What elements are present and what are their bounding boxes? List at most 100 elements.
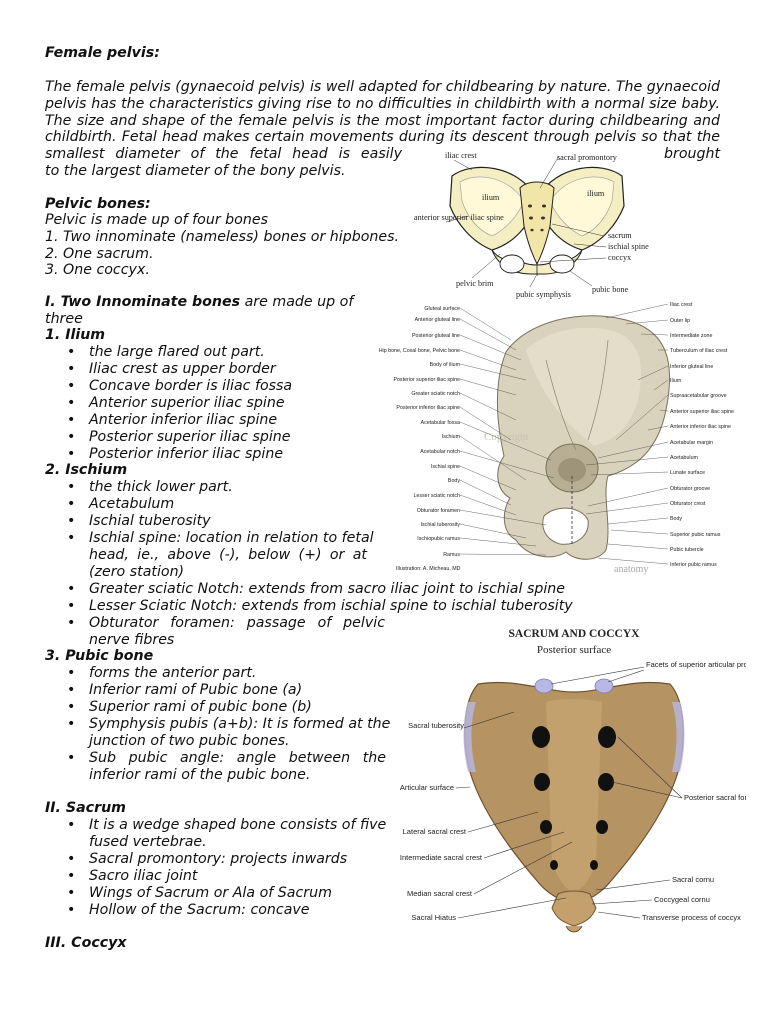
label: Acetabular margin	[670, 440, 713, 446]
intro-line-4: childbirth. Fetal head makes certain mov…	[45, 129, 720, 145]
label: Ilium	[670, 378, 682, 384]
list-item: •the large flared out part.	[67, 344, 265, 360]
label: Intermediate sacral crest	[400, 853, 483, 862]
list-item-text: Sub pubic angle: angle between the	[89, 750, 386, 766]
label: Sacral tuberosity	[408, 721, 464, 730]
list-item-cont: nerve fibres	[89, 632, 175, 648]
label: Lateral sacral crest	[403, 827, 467, 836]
label: Posterior superior iliac spine	[393, 377, 460, 383]
label: ilium	[482, 193, 500, 202]
list-item: •Ischial tuberosity	[67, 513, 211, 529]
list-item: •Posterior superior iliac spine	[67, 429, 291, 445]
list-item: •Symphysis pubis (a+b): It is formed at …	[67, 716, 391, 732]
label: Lunate surface	[670, 470, 705, 476]
sacrum-title: II. Sacrum	[45, 800, 126, 816]
list-item: •Ischial spine: location in relation to …	[67, 530, 374, 546]
intro-line-1: The female pelvis (gynaecoid pelvis) is …	[45, 79, 721, 95]
list-item: •forms the anterior part.	[67, 665, 257, 681]
list-item: •Iliac crest as upper border	[67, 361, 276, 377]
list-item: •the thick lower part.	[67, 479, 233, 495]
intro-line-5-end: brought	[664, 146, 721, 162]
label: Inferior pubic ramus	[670, 562, 717, 568]
label: Ramus	[443, 552, 460, 558]
label: Anterior inferior iliac spine	[670, 424, 731, 430]
label: Body	[448, 478, 460, 484]
list-item-cont: junction of two pubic bones.	[89, 733, 290, 749]
label: Sacral Hiatus	[411, 913, 456, 922]
label: Obturator foramen	[417, 508, 460, 514]
coccyx-title: III. Coccyx	[45, 935, 127, 951]
label: Facets of superior articular processes	[646, 660, 746, 669]
list-item: •Hollow of the Sacrum: concave	[67, 902, 310, 918]
label: pubic bone	[592, 285, 629, 294]
label: Sacral cornu	[672, 875, 714, 884]
pelvic-bones-title: Pelvic bones:	[45, 196, 151, 212]
list-item-text: It is a wedge shaped bone consists of fi…	[89, 817, 387, 833]
intro-line-3: The size and shape of the female pelvis …	[45, 113, 720, 129]
list-item-cont: (zero station)	[89, 564, 185, 580]
label: Hip bone, Coxal bone, Pelvic bone	[379, 348, 460, 354]
label: Transverse process of coccyx	[642, 913, 741, 922]
page-heading: Female pelvis:	[45, 45, 160, 61]
figure-subtitle: Posterior surface	[537, 644, 611, 656]
label: Body of ilium	[430, 362, 461, 368]
label: Acetabulum	[670, 455, 699, 461]
list-item: •Wings of Sacrum or Ala of Sacrum	[67, 885, 332, 901]
label: Anterior superior iliac spine	[670, 409, 734, 415]
label: Posterior inferior iliac spine	[396, 405, 460, 411]
label: Acetabular fossa	[421, 420, 461, 426]
list-item: •Posterior inferior iliac spine	[67, 446, 284, 462]
sacrum-coccyx-figure: SACRUM AND COCCYX Posterior surface Sacr…	[400, 628, 746, 933]
list-item: •Concave border is iliac fossa	[67, 378, 293, 394]
label: Articular surface	[400, 783, 454, 792]
label: anterior superior iliac spine	[414, 213, 504, 222]
label: Ischium	[442, 434, 461, 440]
label: Gluteal surface	[424, 306, 460, 312]
list-item-text: Obturator foramen: passage of pelvic	[89, 615, 385, 631]
list-item: •	[67, 750, 76, 766]
label: Superior pubic ramus	[670, 532, 721, 538]
label: Supraacetabular groove	[670, 393, 727, 399]
ischium-title: 2. Ischium	[45, 462, 128, 478]
list-item: •Anterior superior iliac spine	[67, 395, 285, 411]
label: Intermediate zone	[670, 333, 712, 339]
pelvic-bones-line: 2. One sacrum.	[45, 246, 154, 262]
female-pelvis-figure: iliac crest sacral promontory ilium iliu…	[414, 151, 649, 299]
label: Inferior gluteal line	[670, 364, 713, 370]
label: Outer lip	[670, 318, 690, 324]
list-item: •	[67, 817, 76, 833]
intro-line-5: smallest diameter of the fetal head is e…	[45, 146, 402, 162]
label: Ischial tuberosity	[421, 522, 461, 528]
list-item: •Acetabulum	[67, 496, 175, 512]
label: pubic symphysis	[516, 290, 571, 299]
label: pelvic brim	[456, 279, 494, 288]
list-item: •Greater sciatic Notch: extends from sac…	[67, 581, 566, 597]
label: Obturator crest	[670, 501, 706, 507]
list-item: •Sacro iliac joint	[67, 868, 198, 884]
label: Obturator groove	[670, 486, 710, 492]
list-item: •Anterior inferior iliac spine	[67, 412, 278, 428]
list-item: •Lesser Sciatic Notch: extends from isch…	[67, 598, 573, 614]
ilium-title: 1. Ilium	[45, 327, 106, 343]
figure-title: SACRUM AND COCCYX	[509, 628, 641, 640]
label: Lesser sciatic notch	[413, 493, 460, 499]
label: coccyx	[608, 253, 631, 262]
label: sacrum	[608, 231, 632, 240]
section-innominate-line2: three	[45, 311, 83, 327]
list-item-cont: fused vertebrae.	[89, 834, 207, 850]
label: sacral promontory	[557, 153, 618, 162]
label: Acetabular notch	[420, 449, 460, 455]
label: Ischiopubic ramus	[417, 536, 460, 542]
illustration-credit: Illustration: A. Micheau, MD	[396, 566, 461, 572]
intro-line-2: pelvis has the characteristics giving ri…	[45, 96, 720, 112]
label: Body	[670, 516, 682, 522]
label: Posterior sacral foramina	[684, 793, 746, 802]
list-item: •Sacral promontory: projects inwards	[67, 851, 348, 867]
label: ischial spine	[608, 242, 649, 251]
section-innominate: I. Two Innominate bones are made up of	[45, 294, 354, 310]
label: Anterior gluteal line	[415, 317, 460, 323]
label: Median sacral crest	[407, 889, 473, 898]
list-item: •	[67, 615, 76, 631]
brand-watermark: anatomy	[614, 564, 648, 575]
list-item: •Superior rami of pubic bone (b)	[67, 699, 312, 715]
